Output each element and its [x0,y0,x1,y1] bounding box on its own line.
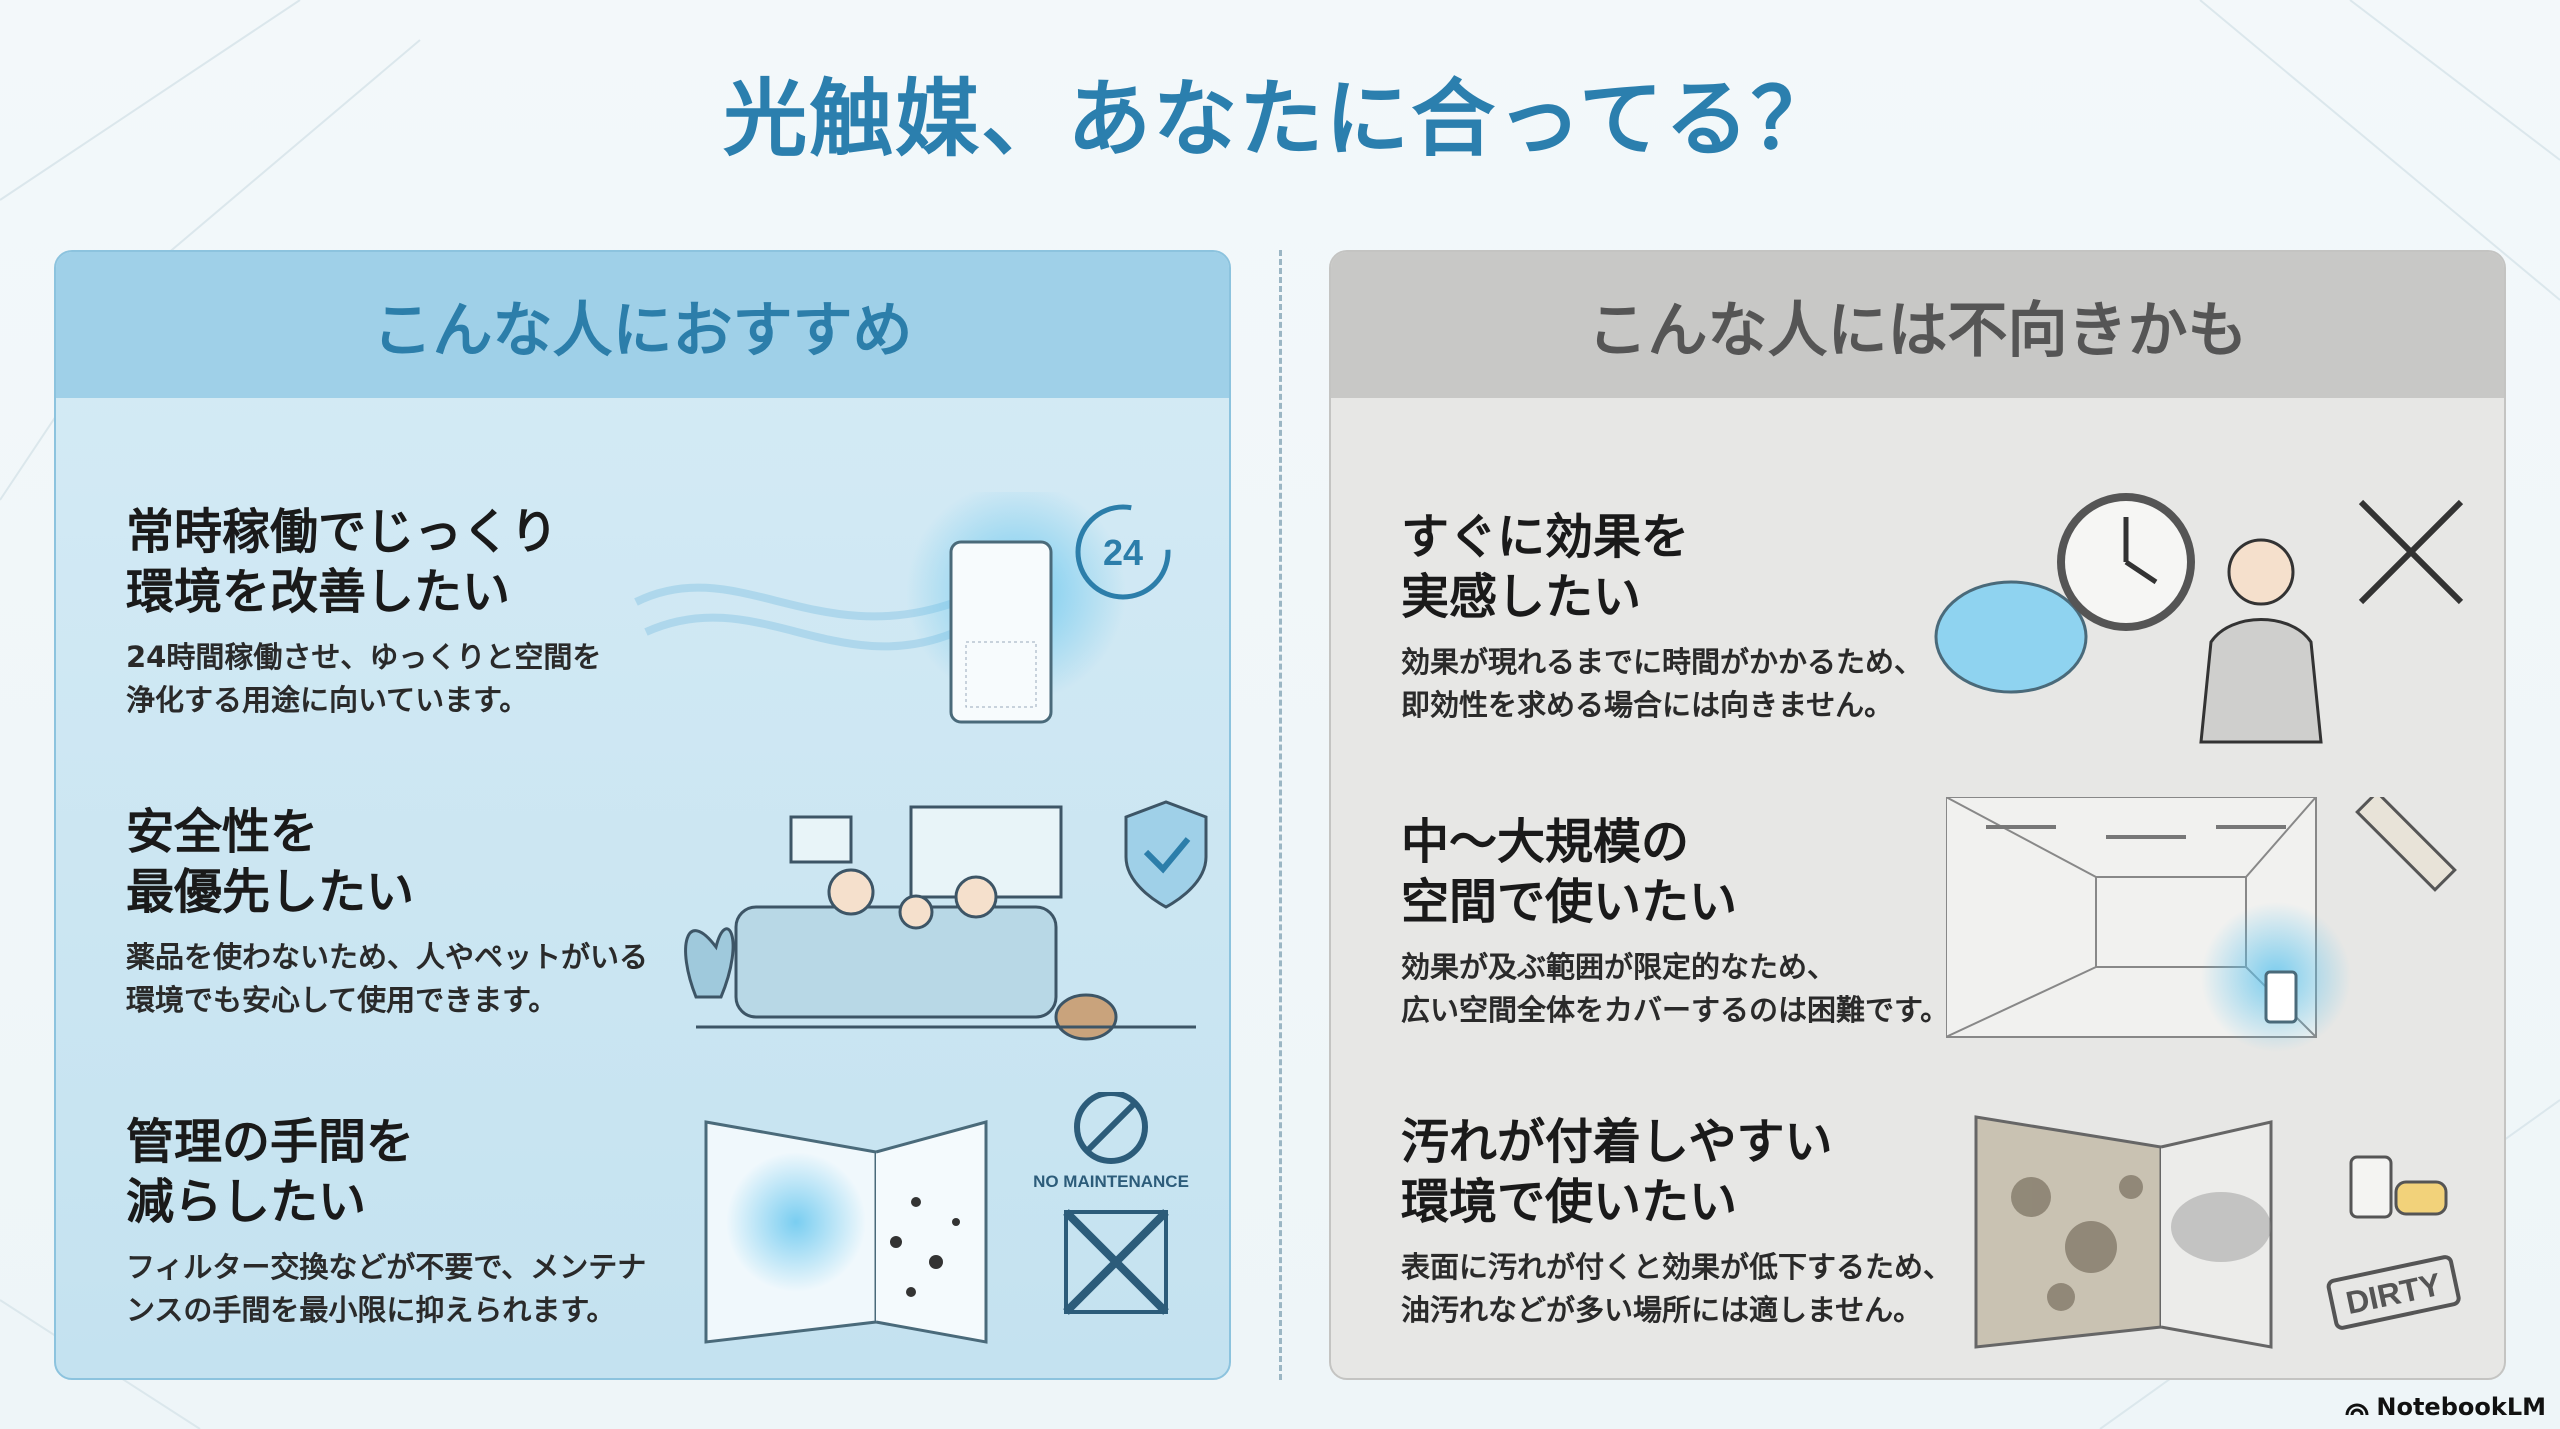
no-maintenance-icon [1074,1092,1148,1164]
ruler-icon [2355,797,2457,892]
item-body: ンスの手間を最小限に抑えられます。 [126,1293,616,1327]
clock-24-icon [1075,504,1171,600]
shield-icon [1124,800,1208,909]
item-body: 24時間稼働させ、ゆっくりと空間を [126,640,602,674]
dirty-wall-illustration: DIRTY [1974,1115,2461,1349]
not-recommended-item-immediate: すぐに効果を実感したい 効果が現れるまでに時間がかかるため、即効性を求める場合に… [1401,507,2001,727]
item-body: 薬品を使わないため、人やペットがいる [126,940,649,974]
item-body: 効果が及ぶ範囲が限定的なため、 [1401,950,1837,984]
notebooklm-logo: NotebookLM [2344,1393,2546,1421]
item-body: 油汚れなどが多い場所には適しません。 [1401,1293,1923,1327]
recommended-header: こんな人におすすめ [56,252,1229,398]
center-divider [1279,250,1282,1380]
cross-icon [2358,499,2464,605]
not-recommended-header: こんな人には不向きかも [1331,252,2504,398]
item-body: 表面に汚れが付くと効果が低下するため、 [1401,1250,1953,1284]
not-recommended-item-large-space: 中〜大規模の空間で使いたい 効果が及ぶ範囲が限定的なため、広い空間全体をカバーす… [1401,812,2001,1032]
item-heading: 管理の手間を [126,1114,415,1170]
item-heading: すぐに効果を [1401,509,1690,565]
item-heading: 環境を改善したい [126,564,511,620]
item-body: フィルター交換などが不要で、メンテナ [126,1250,647,1284]
air-purifier-illustration: 24 [634,492,1171,724]
sponge-icon [2394,1180,2448,1216]
item-body: 環境でも安心して使用できます。 [126,983,558,1017]
item-heading: 減らしたい [126,1174,367,1230]
recommended-item-maintenance: 管理の手間を減らしたい フィルター交換などが不要で、メンテナンスの手間を最小限に… [126,1112,726,1332]
item-body: 広い空間全体をカバーするのは困難です。 [1401,993,1950,1027]
spray-bottle-icon [2349,1155,2393,1219]
filter-crossed-icon [1064,1210,1168,1314]
cloud-icon [1934,580,2088,694]
item-body: 浄化する用途に向いています。 [126,683,529,717]
family-illustration [684,800,1208,1041]
clock-person-illustration [1934,493,2464,744]
thinking-person-icon [2227,538,2295,606]
no-maintenance-illustration: NO MAINTENANCE [704,1092,1189,1344]
item-heading: 安全性を [126,804,319,860]
item-body: 効果が現れるまでに時間がかかるため、 [1401,645,1924,679]
recommended-panel: こんな人におすすめ 常時稼働でじっくり環境を改善したい 24時間稼働させ、ゆっく… [54,250,1231,1380]
item-heading: 常時稼働でじっくり [126,504,559,560]
item-heading: 実感したい [1401,569,1642,625]
no-maintenance-label: NO MAINTENANCE [1033,1172,1189,1191]
item-heading: 中〜大規模の [1401,814,1690,870]
item-heading: 最優先したい [126,864,415,920]
item-heading: 環境で使いたい [1401,1174,1738,1230]
not-recommended-panel: こんな人には不向きかも すぐに効果を実感したい 効果が現れるまでに時間がかかるた… [1329,250,2506,1380]
office-illustration [1946,797,2457,1052]
recommended-item-continuous: 常時稼働でじっくり環境を改善したい 24時間稼働させ、ゆっくりと空間を浄化する用… [126,502,726,722]
item-body: 即効性を求める場合には向きません。 [1401,688,1894,722]
recommended-item-safety: 安全性を最優先したい 薬品を使わないため、人やペットがいる環境でも安心して使用で… [126,802,726,1022]
brand-label: NotebookLM [2376,1393,2546,1421]
24-label: 24 [1103,532,1143,573]
item-heading: 空間で使いたい [1401,874,1738,930]
notebooklm-icon [2345,1403,2369,1416]
not-recommended-item-dirty: 汚れが付着しやすい環境で使いたい 表面に汚れが付くと効果が低下するため、油汚れな… [1401,1112,2001,1332]
item-heading: 汚れが付着しやすい [1401,1114,1833,1170]
page-title: 光触媒、あなたに合ってる？ [723,70,1837,168]
purifier-icon [949,540,1053,724]
